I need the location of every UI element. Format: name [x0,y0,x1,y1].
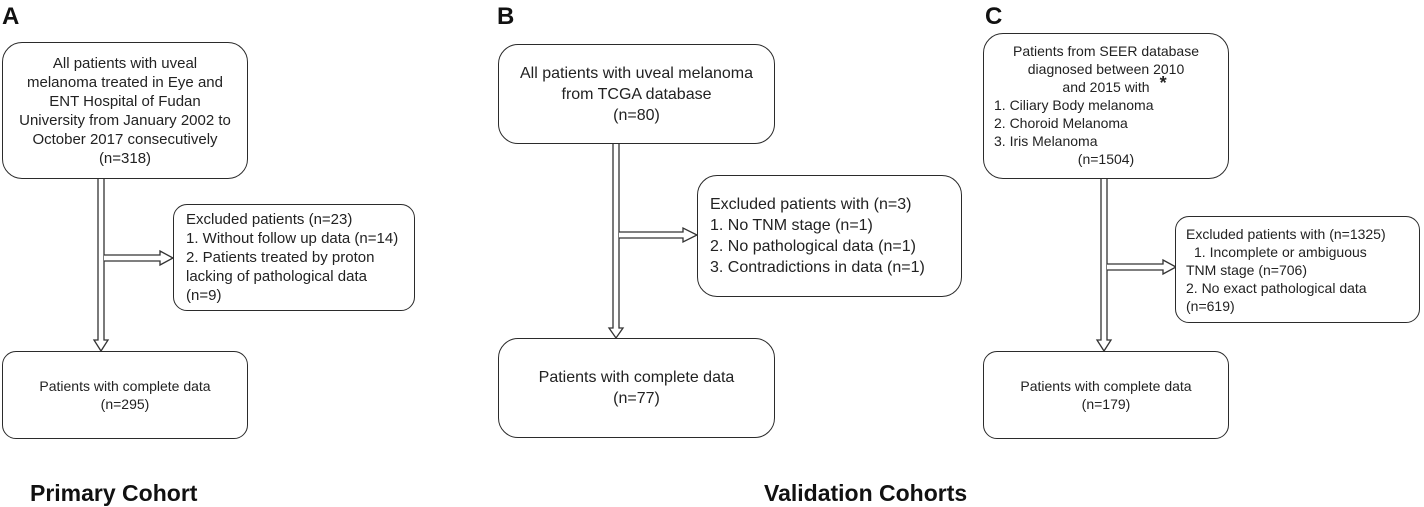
arrow-b-right [619,226,699,244]
panel-a-start-line: ENT Hospital of Fudan [49,92,201,110]
panel-a-start-line: All patients with uveal [52,54,198,72]
panel-b-final-line: Patients with complete data [538,369,735,386]
panel-b-excluded-line: 1. No TNM stage (n=1) [710,217,873,234]
panel-a-start-line: University from January 2002 to [19,111,231,129]
panel-c-excluded-line: (n=619) [1186,297,1235,314]
panel-b-excluded-box: Excluded patients with (n=3) 1. No TNM s… [697,175,962,297]
panel-a-excluded-line: lacking of pathological data [186,268,367,285]
panel-b-final-line: (n=77) [613,390,660,407]
panel-c-start-line-with-mark: and 2015 with * [994,74,1218,96]
panel-c-start-line: diagnosed between 2010 [1027,61,1185,77]
panel-c-excluded-line: 2. No exact pathological data [1186,279,1367,296]
panel-b-excluded-line: 2. No pathological data (n=1) [710,238,916,255]
panel-a-final-line: Patients with complete data [39,378,211,394]
panel-c-start-line: and 2015 with [1062,79,1150,95]
panel-c-start-line: Patients from SEER database [1013,43,1199,59]
panel-letter-b: B [497,3,515,30]
arrow-c-right [1107,258,1178,276]
panel-c-final-line: Patients with complete data [1020,378,1192,394]
panel-a-excluded-line: Excluded patients (n=23) [186,211,353,228]
panel-c-start-list-item: 1. Ciliary Body melanoma [994,97,1154,113]
asterisk-mark: * [1159,73,1167,93]
panel-c-start-box: Patients from SEER database diagnosed be… [983,33,1229,179]
panel-c-start-list-item: 3. Iris Melanoma [994,133,1098,149]
panel-c-final-line: (n=179) [1081,396,1131,412]
arrow-a-right [104,249,175,267]
panel-c-excluded-line: 1. Incomplete or ambiguous [1194,243,1367,260]
panel-b-start-line: from TCGA database [561,85,712,103]
panel-b-start-line: All patients with uveal melanoma [519,64,753,82]
panel-letter-c: C [985,3,1003,30]
panel-b-excluded-line: Excluded patients with (n=3) [710,196,912,213]
panel-a-final-box: Patients with complete data (n=295) [2,351,248,439]
panel-b-start-box: All patients with uveal melanoma from TC… [498,44,775,144]
panel-a-start-line: October 2017 consecutively [32,130,218,148]
panel-a-start-line: melanoma treated in Eye and [27,73,223,91]
panel-b-excluded-line: 3. Contradictions in data (n=1) [710,259,925,276]
arrow-b-down [607,144,625,340]
panel-letter-a: A [2,3,20,30]
panel-a-start-line: (n=318) [98,149,152,167]
panel-c-start-count: (n=1504) [1077,151,1135,167]
panel-b-final-box: Patients with complete data (n=77) [498,338,775,438]
panel-b-start-line: (n=80) [613,106,660,124]
panel-a-start-box: All patients with uveal melanoma treated… [2,42,248,179]
panel-a-excluded-line: 1. Without follow up data (n=14) [186,230,399,247]
validation-cohorts-label: Validation Cohorts [764,480,968,506]
panel-a-excluded-line: 2. Patients treated by proton [186,249,375,266]
panel-c-excluded-box: Excluded patients with (n=1325) 1. Incom… [1175,216,1420,323]
panel-a-final-line: (n=295) [100,396,150,412]
panel-c-excluded-line: TNM stage (n=706) [1186,261,1307,278]
panel-c-final-box: Patients with complete data (n=179) [983,351,1229,439]
panel-c-start-list-item: 2. Choroid Melanoma [994,115,1128,131]
primary-cohort-label: Primary Cohort [30,480,198,506]
panel-a-excluded-line: (n=9) [186,287,222,304]
panel-c-excluded-line: Excluded patients with (n=1325) [1186,225,1386,242]
panel-a-excluded-box: Excluded patients (n=23) 1. Without foll… [173,204,415,311]
arrow-a-down [92,179,110,353]
